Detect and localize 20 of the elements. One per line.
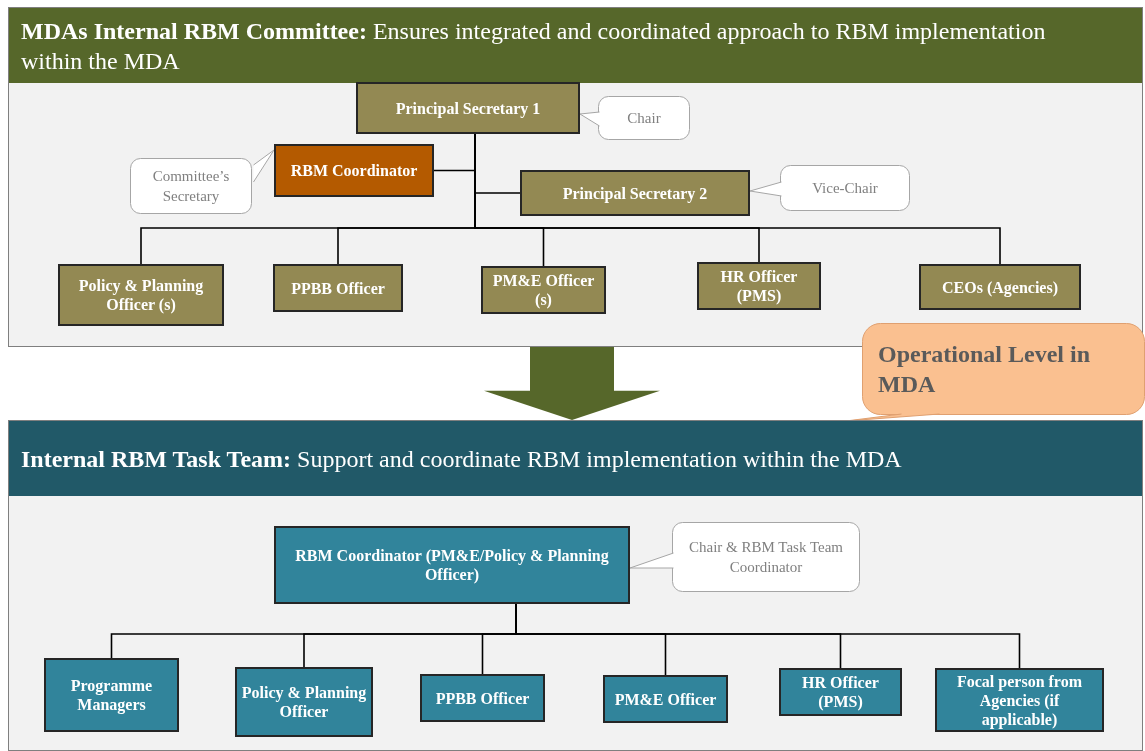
header-band: Internal RBM Task Team: Support and coordinate RBM implementation within the MDA xyxy=(9,421,1142,496)
org-box: CEOs (Agencies) xyxy=(919,264,1081,310)
org-box: Principal Secretary 1 xyxy=(356,82,580,134)
org-box: PM&E Officer xyxy=(603,675,728,723)
org-box: Programme Managers xyxy=(44,658,179,732)
org-box: PM&E Officer (s) xyxy=(481,266,606,314)
org-box: Policy & Planning Officer (s) xyxy=(58,264,224,326)
org-box: Principal Secretary 2 xyxy=(520,170,750,216)
org-box: RBM Coordinator xyxy=(274,144,434,197)
committee-panel xyxy=(8,7,1143,347)
org-box: RBM Coordinator (PM&E/Policy & Planning Officer) xyxy=(274,526,630,604)
org-box: HR Officer (PMS) xyxy=(779,668,902,716)
org-box: PPBB Officer xyxy=(273,264,403,312)
header-band: MDAs Internal RBM Committee: Ensures integrated and coordinated approach to RBM implementation within the MDA xyxy=(9,8,1142,83)
task-team-panel xyxy=(8,420,1143,751)
block-arrow xyxy=(484,346,660,420)
org-box: HR Officer (PMS) xyxy=(697,262,821,310)
org-box: PPBB Officer xyxy=(420,674,545,722)
org-box: Focal person from Agencies (if applicable) xyxy=(935,668,1104,732)
org-box: Policy & Planning Officer xyxy=(235,667,373,737)
